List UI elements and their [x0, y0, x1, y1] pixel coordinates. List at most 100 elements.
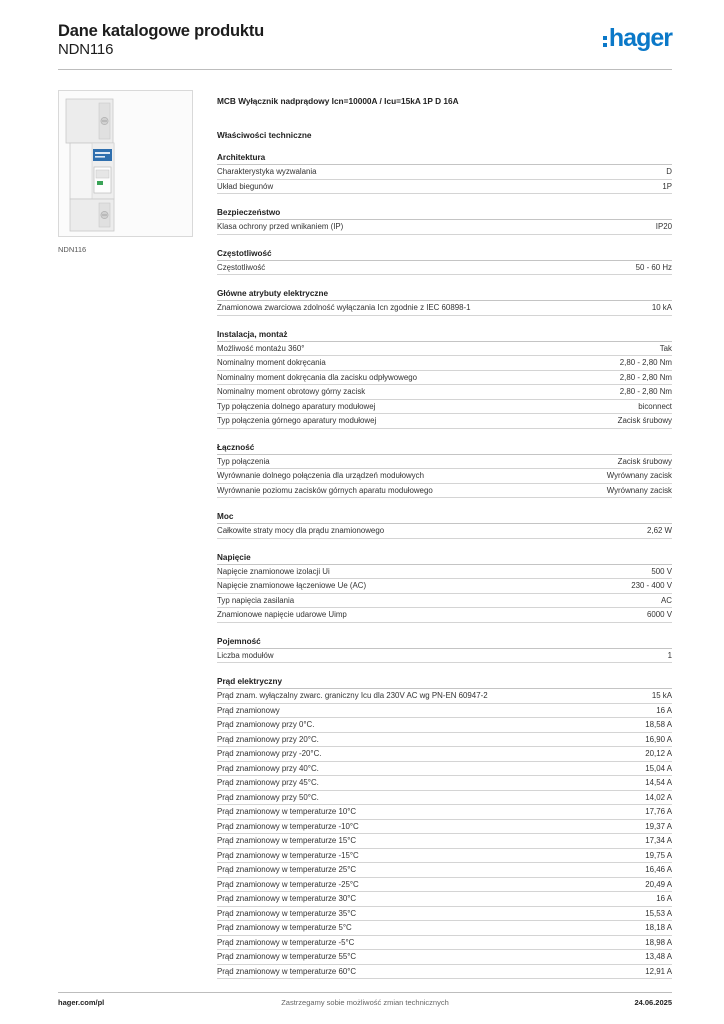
- spec-label: Prąd znamionowy w temperaturze 5°C: [217, 923, 352, 933]
- spec-row: Typ napięcia zasilania AC: [217, 594, 672, 608]
- logo-text: hager: [608, 24, 673, 52]
- product-name: MCB Wyłącznik nadprądowy Icn=10000A / Ic…: [217, 96, 459, 106]
- spec-label: Prąd znamionowy w temperaturze 30°C: [217, 894, 357, 904]
- spec-value: 20,12 A: [645, 749, 672, 759]
- spec-label: Prąd znamionowy: [217, 705, 280, 715]
- section-title: Częstotliwość: [217, 247, 672, 261]
- spec-label: Klasa ochrony przed wnikaniem (IP): [217, 222, 344, 232]
- spec-label: Prąd znamionowy w temperaturze -5°C: [217, 937, 355, 947]
- spec-value: Zacisk śrubowy: [617, 456, 672, 466]
- spec-label: Nominalny moment dokręcania dla zacisku …: [217, 372, 417, 382]
- spec-row: Prąd znamionowy w temperaturze -25°C 20,4…: [217, 878, 672, 892]
- section-title: Architektura: [217, 151, 672, 165]
- spec-value: 20,49 A: [645, 879, 672, 889]
- section-title: Napięcie: [217, 551, 672, 565]
- spec-label: Prąd znamionowy w temperaturze -10°C: [217, 821, 359, 831]
- spec-label: Prąd znamionowy w temperaturze 10°C: [217, 807, 357, 817]
- footer-website: hager.com/pl: [58, 998, 105, 1007]
- spec-row: Prąd znamionowy przy 0°C. 18,58 A: [217, 718, 672, 733]
- spec-value: 17,34 A: [645, 836, 672, 846]
- spec-value: 230 - 400 V: [631, 581, 672, 591]
- spec-row: Napięcie znamionowe łączeniowe Ue (AC)23…: [217, 579, 672, 594]
- spec-label: Prąd znamionowy w temperaturze 55°C: [217, 952, 357, 962]
- header-divider: [58, 69, 672, 70]
- spec-label: Prąd znamionowy przy 40°C.: [217, 763, 319, 773]
- spec-label: Typ połączenia: [217, 456, 270, 466]
- spec-row: Prąd znamionowy przy 40°C. 15,04 A: [217, 762, 672, 776]
- section-title: Pojemność: [217, 635, 672, 649]
- page-header: Dane katalogowe produktu NDN116 hager: [58, 22, 673, 66]
- section-title: Bezpieczeństwo: [217, 206, 672, 220]
- product-image-caption: NDN116: [58, 245, 87, 254]
- spec-value: 2,80 - 2,80 Nm: [619, 358, 672, 368]
- hager-logo: hager: [602, 24, 673, 52]
- spec-row: Klasa ochrony przed wnikaniem (IP)IP20: [217, 220, 672, 235]
- spec-label: Znamionowa zwarciowa zdolność wyłączania…: [217, 303, 471, 313]
- spec-label: Prąd znam. wyłączalny zwarc. graniczny I…: [217, 691, 488, 701]
- spec-row: Prąd znamionowy w temperaturze 5°C 18,18 …: [217, 921, 672, 936]
- spec-value: biconnect: [638, 401, 672, 411]
- technical-properties-title: Właściwości techniczne: [217, 130, 312, 140]
- circuit-breaker-image: [65, 98, 115, 232]
- spec-value: 15,04 A: [645, 763, 672, 773]
- spec-label: Częstotliwość: [217, 262, 266, 272]
- spec-label: Prąd znamionowy przy 45°C.: [217, 778, 319, 788]
- spec-label: Prąd znamionowy w temperaturze 60°C: [217, 966, 357, 976]
- spec-row: Prąd znamionowy przy 45°C. 14,54 A: [217, 776, 672, 791]
- spec-row: Wyrównanie dolnego połączenia dla urządz…: [217, 469, 672, 484]
- spec-value: 19,37 A: [645, 821, 672, 831]
- section-title: Łączność: [217, 441, 672, 455]
- spec-label: Możliwość montażu 360°: [217, 343, 305, 353]
- spec-value: 18,58 A: [645, 720, 672, 730]
- spec-row: Prąd znamionowy przy 20°C.16,90 A: [217, 733, 672, 747]
- spec-value: 18,18 A: [645, 923, 672, 933]
- section-title: Moc: [217, 510, 672, 524]
- spec-label: Prąd znamionowy przy 50°C.: [217, 792, 319, 802]
- footer-disclaimer: Zastrzegamy sobie możliwość zmian techni…: [281, 998, 449, 1007]
- spec-label: Charakterystyka wyzwalania: [217, 167, 317, 177]
- spec-value: 14,54 A: [645, 778, 672, 788]
- product-image-frame: [58, 90, 193, 237]
- spec-row: Prąd znamionowy w temperaturze -10°C 19,3…: [217, 820, 672, 834]
- spec-label: Prąd znamionowy przy -20°C.: [217, 749, 322, 759]
- spec-label: Całkowite straty mocy dla prądu znamiono…: [217, 526, 385, 536]
- spec-value: D: [666, 167, 672, 177]
- spec-value: 16,46 A: [645, 865, 672, 875]
- spec-label: Znamionowe napięcie udarowe Uimp: [217, 610, 347, 620]
- spec-row: Typ połączenia Zacisk śrubowy: [217, 455, 672, 469]
- spec-value: 16,90 A: [645, 734, 672, 744]
- spec-label: Prąd znamionowy w temperaturze -15°C: [217, 850, 359, 860]
- spec-row: Prąd znam. wyłączalny zwarc. graniczny I…: [217, 689, 672, 704]
- spec-row: Prąd znamionowy przy 50°C.14,02 A: [217, 791, 672, 805]
- section-title: Główne atrybuty elektryczne: [217, 287, 672, 301]
- spec-value: 16 A: [656, 705, 672, 715]
- spec-label: Typ połączenia dolnego aparatury modułow…: [217, 401, 376, 411]
- spec-label: Prąd znamionowy w temperaturze -25°C: [217, 879, 359, 889]
- footer-date: 24.06.2025: [634, 998, 672, 1007]
- spec-label: Typ napięcia zasilania: [217, 595, 295, 605]
- spec-label: Prąd znamionowy przy 0°C.: [217, 720, 315, 730]
- spec-value: AC: [661, 595, 672, 605]
- spec-row: Typ połączenia dolnego aparatury modułow…: [217, 400, 672, 414]
- spec-row: Charakterystyka wyzwalania D: [217, 165, 672, 180]
- spec-value: Wyrównany zacisk: [606, 471, 672, 481]
- spec-label: Prąd znamionowy w temperaturze 35°C: [217, 908, 357, 918]
- page-footer: hager.com/pl Zastrzegamy sobie możliwość…: [58, 998, 672, 1010]
- spec-value: 2,80 - 2,80 Nm: [619, 372, 672, 382]
